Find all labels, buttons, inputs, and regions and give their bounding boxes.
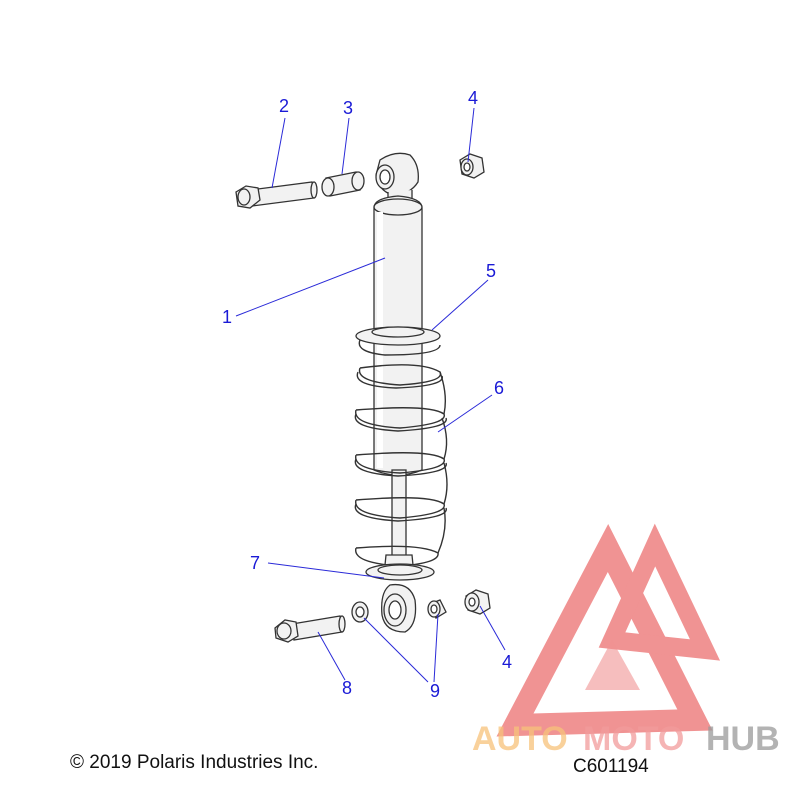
callout-1: 1 [222,307,232,327]
lower-eye [381,583,417,633]
lower-retainer [365,563,435,581]
copyright-text: © 2019 Polaris Industries Inc. [70,752,318,773]
bushings [351,599,447,623]
callout-7: 7 [250,553,260,573]
automotohub-wordmark: AUTO MOTO HUB [472,720,780,758]
upper-nut [459,153,485,179]
automotohub-logo [496,523,721,737]
lower-bolt [274,615,346,643]
wordmark-hub: HUB [706,720,780,758]
callout-8: 8 [342,678,352,698]
callout-labels: 2 3 4 1 5 6 7 8 9 4 [222,88,512,701]
callout-6: 6 [494,378,504,398]
callout-3: 3 [343,98,353,118]
callout-4-upper: 4 [468,88,478,108]
wordmark-auto: AUTO [472,720,568,758]
upper-bolt [235,181,318,209]
callout-9: 9 [430,681,440,701]
callout-4-lower: 4 [502,652,512,672]
lower-nut [464,589,491,615]
callout-2: 2 [279,96,289,116]
callout-5: 5 [486,261,496,281]
wordmark-moto: MOTO [583,720,684,758]
leader-lines [235,107,506,683]
spring [354,339,448,567]
sleeve [321,171,365,197]
diagram-code: C601194 [573,756,649,777]
spring-retainer [355,326,441,346]
